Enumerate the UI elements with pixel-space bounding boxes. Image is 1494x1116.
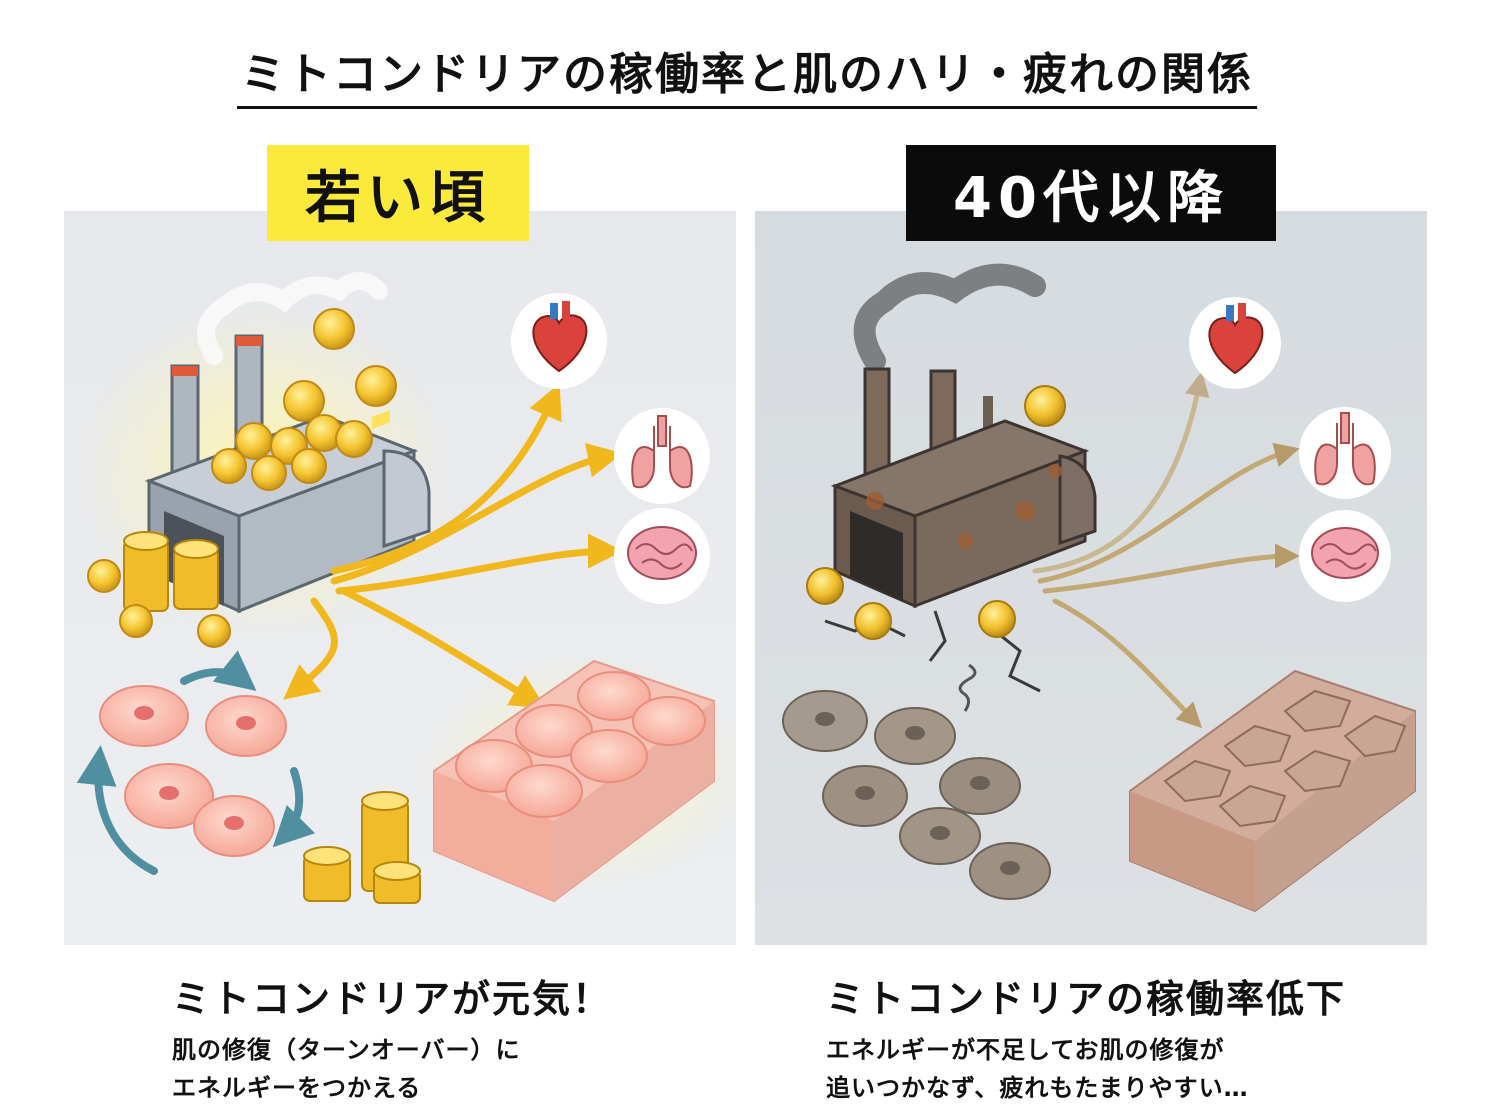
coin-icon <box>806 385 1066 640</box>
young-line-2: エネルギーをつかえる <box>172 1074 422 1102</box>
aging-heading: ミトコンドリアの稼働率低下 <box>826 977 1347 1021</box>
tired-cells <box>782 663 1051 900</box>
brain-icon <box>614 508 710 604</box>
weak-energy-arrows <box>1032 371 1300 729</box>
coin-stack <box>87 531 231 648</box>
lungs-icon <box>614 408 710 504</box>
page-title: ミトコンドリアの稼働率と肌のハリ・疲れの関係 <box>0 38 1494 109</box>
aging-panel <box>755 211 1427 945</box>
aging-line-1: エネルギーが不足してお肌の修復が <box>826 1036 1225 1064</box>
lungs-icon <box>1299 407 1391 499</box>
heart-icon <box>1189 297 1281 389</box>
young-panel <box>64 211 736 945</box>
cycle-arrows-icon <box>76 650 316 875</box>
young-line-1: 肌の修復（ターンオーバー）に <box>172 1036 521 1064</box>
young-illustration <box>74 272 736 904</box>
young-heading: ミトコンドリアが元気！ <box>172 977 613 1021</box>
young-label: 若い頃 <box>267 145 529 241</box>
aging-line-2: 追いつかなず、疲れもたまりやすい… <box>826 1074 1249 1102</box>
factory-icon <box>830 367 1097 609</box>
healthy-cells <box>99 685 287 857</box>
skin-cells-icon <box>433 659 715 903</box>
aging-illustration <box>782 263 1416 913</box>
skin-cells-icon <box>1129 669 1416 913</box>
brain-icon <box>1299 510 1391 602</box>
coin-icon <box>211 308 397 491</box>
energy-arrows <box>283 383 623 709</box>
coin-stack <box>303 791 421 904</box>
heart-icon <box>511 293 607 389</box>
aging-label: 40代以降 <box>906 145 1276 241</box>
